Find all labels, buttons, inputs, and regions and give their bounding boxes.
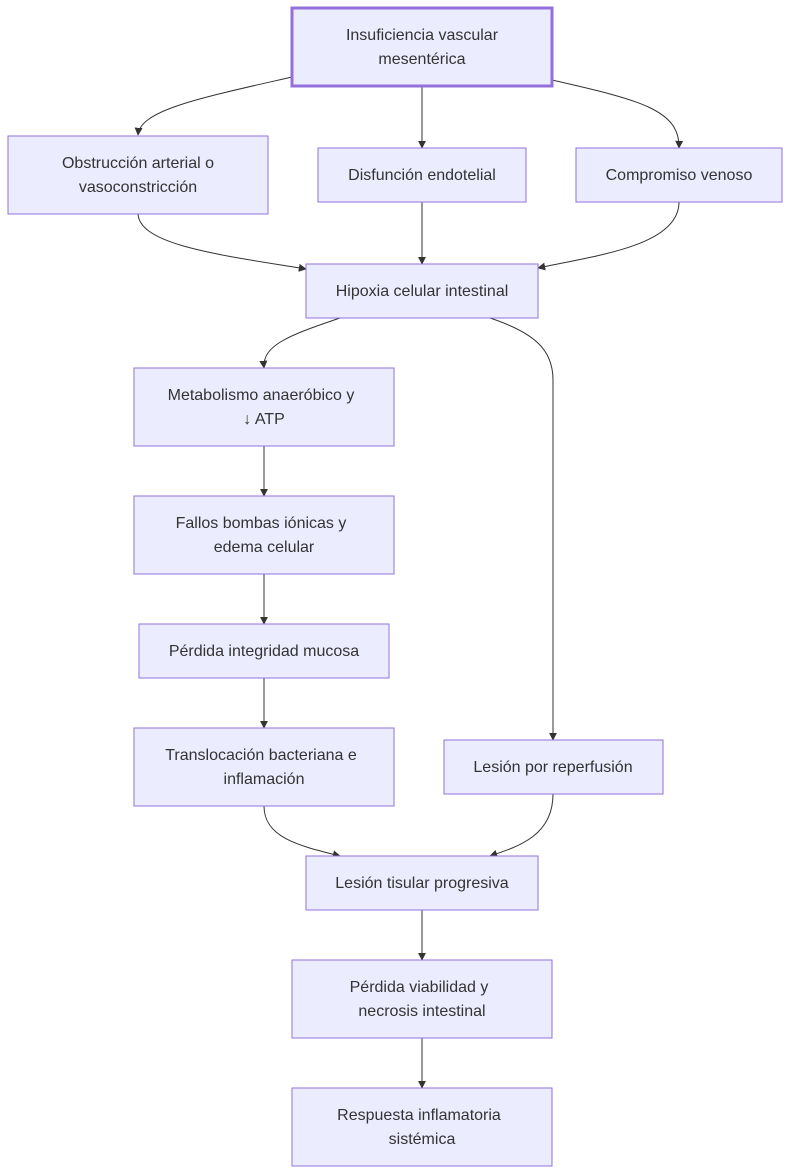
node-hipoxia-celular: Hipoxia celular intestinal <box>305 263 539 319</box>
node-label-line: Fallos bombas iónicas y <box>176 515 347 532</box>
node-label-line: mesentérica <box>378 51 465 68</box>
edge-translocacion-lesion-tisular <box>263 805 341 859</box>
node-label-line: sistémica <box>389 1131 456 1148</box>
edge-hipoxia-metabolismo <box>259 317 341 369</box>
node-insuficiencia-vascular: Insuficiencia vascular mesentérica <box>290 6 554 88</box>
node-obstruccion-arterial: Obstrucción arterial o vasoconstricción <box>7 135 269 215</box>
edge-insuficiencia-obstruccion <box>134 76 293 136</box>
node-label-line: Pérdida viabilidad y <box>350 979 489 996</box>
node-perdida-integridad-mucosa: Pérdida integridad mucosa <box>138 623 390 679</box>
edge-reperfusion-lesion-tisular <box>489 793 554 858</box>
node-label-line: necrosis intestinal <box>358 1003 485 1020</box>
node-label-line: Disfunción endotelial <box>348 167 496 184</box>
node-translocacion-bacteriana: Translocación bacteriana e inflamación <box>133 727 395 807</box>
node-label-line: Lesión por reperfusión <box>473 759 632 776</box>
edge-compromiso-hipoxia <box>537 201 680 271</box>
edge-hipoxia-reperfusion <box>489 317 557 741</box>
node-label-line: Hipoxia celular intestinal <box>336 283 509 300</box>
node-disfuncion-endotelial: Disfunción endotelial <box>317 147 527 203</box>
node-respuesta-inflamatoria: Respuesta inflamatoria sistémica <box>291 1087 553 1167</box>
edge-obstruccion-hipoxia <box>137 212 307 272</box>
node-label-line: Respuesta inflamatoria <box>337 1107 501 1124</box>
node-fallos-bombas: Fallos bombas iónicas y edema celular <box>133 495 395 575</box>
edge-insuficiencia-compromiso <box>551 79 684 149</box>
node-label-line: inflamación <box>224 771 305 788</box>
node-lesion-tisular: Lesión tisular progresiva <box>305 855 539 911</box>
node-label-line: ↓ ATP <box>243 411 285 428</box>
node-label-line: Obstrucción arterial o <box>62 155 214 172</box>
node-lesion-reperfusion: Lesión por reperfusión <box>443 739 664 795</box>
node-label-line: Pérdida integridad mucosa <box>169 643 359 660</box>
node-metabolismo-anaerobico: Metabolismo anaeróbico y ↓ ATP <box>133 367 395 447</box>
node-label-line: Compromiso venoso <box>606 167 753 184</box>
node-label-line: vasoconstricción <box>79 179 197 196</box>
node-label-line: Lesión tisular progresiva <box>335 875 509 892</box>
node-label-line: edema celular <box>214 539 315 556</box>
node-label-line: Metabolismo anaeróbico y <box>168 387 355 404</box>
node-label-line: Translocación bacteriana e <box>165 747 357 764</box>
node-compromiso-venoso: Compromiso venoso <box>575 147 783 203</box>
node-perdida-viabilidad: Pérdida viabilidad y necrosis intestinal <box>291 959 553 1039</box>
edges <box>134 76 684 1089</box>
node-label-line: Insuficiencia vascular <box>346 27 499 44</box>
